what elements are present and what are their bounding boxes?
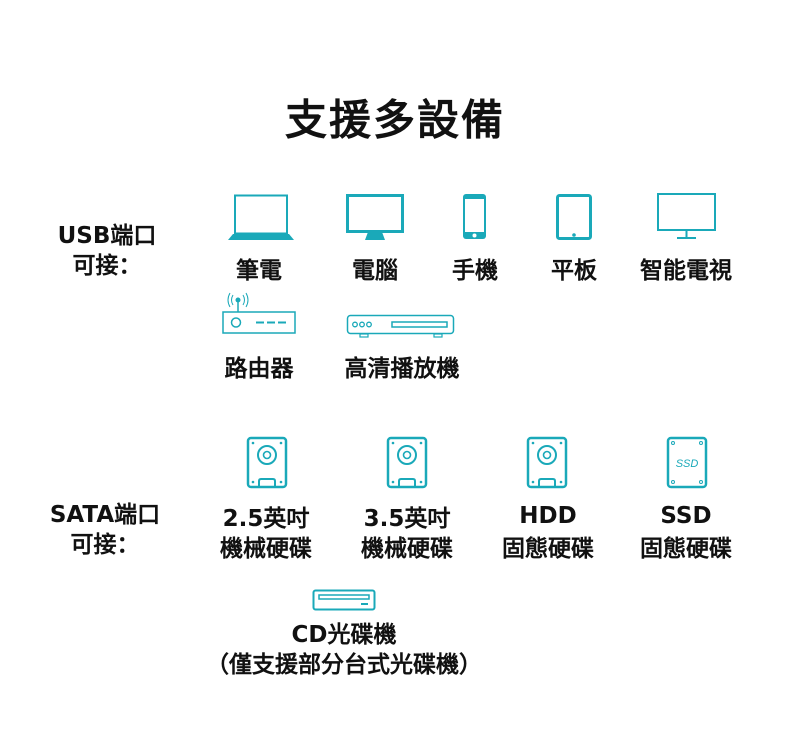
router-icon (221, 291, 299, 339)
tablet-icon (556, 194, 592, 241)
device-label-router: 路由器 (224, 356, 294, 382)
usb-label-line2: 可接： (72, 253, 142, 279)
device-label-computer: 電腦 (352, 258, 398, 284)
phone-icon (462, 193, 488, 241)
ssd-icon-text: SSD (676, 458, 699, 470)
ssd-icon: SSD (666, 436, 708, 490)
page-title: 支援多設備 (284, 95, 506, 145)
usb-port-label: USB端口 可接： (58, 221, 157, 281)
ssd-line2: 固態硬碟 (640, 536, 732, 562)
device-label-tablet: 平板 (551, 258, 597, 284)
monitor-icon (346, 194, 404, 242)
laptop-icon (226, 194, 296, 242)
hdd-line1: HDD (519, 503, 577, 529)
hdd35-line2: 機械硬碟 (361, 536, 453, 562)
hdd-icon (526, 436, 568, 490)
sata-port-label: SATA端口 可接： (50, 500, 160, 560)
device-label-phone: 手機 (452, 258, 498, 284)
tv-icon (657, 193, 717, 241)
optical-drive-icon (312, 589, 376, 612)
cd-drive-line1: CD光碟機 (291, 622, 397, 648)
device-label-media-player: 高清播放機 (344, 356, 460, 382)
hdd35-line1: 3.5英吋 (363, 506, 451, 532)
hdd25-line2: 機械硬碟 (220, 536, 312, 562)
device-label-laptop: 筆電 (236, 258, 282, 284)
hdd-icon (386, 436, 428, 490)
media-player-icon (346, 314, 456, 340)
device-label-smart-tv: 智能電視 (640, 258, 732, 284)
ssd-line1: SSD (660, 503, 712, 529)
hdd-line2: 固態硬碟 (502, 536, 594, 562)
sata-label-line1: SATA端口 (49, 502, 161, 528)
sata-label-line2: 可接： (70, 532, 140, 558)
usb-label-line1: USB端口 (57, 223, 157, 249)
cd-drive-line2: （僅支援部分台式光碟機） (206, 652, 482, 678)
hdd-icon (246, 436, 288, 490)
hdd25-line1: 2.5英吋 (222, 506, 310, 532)
